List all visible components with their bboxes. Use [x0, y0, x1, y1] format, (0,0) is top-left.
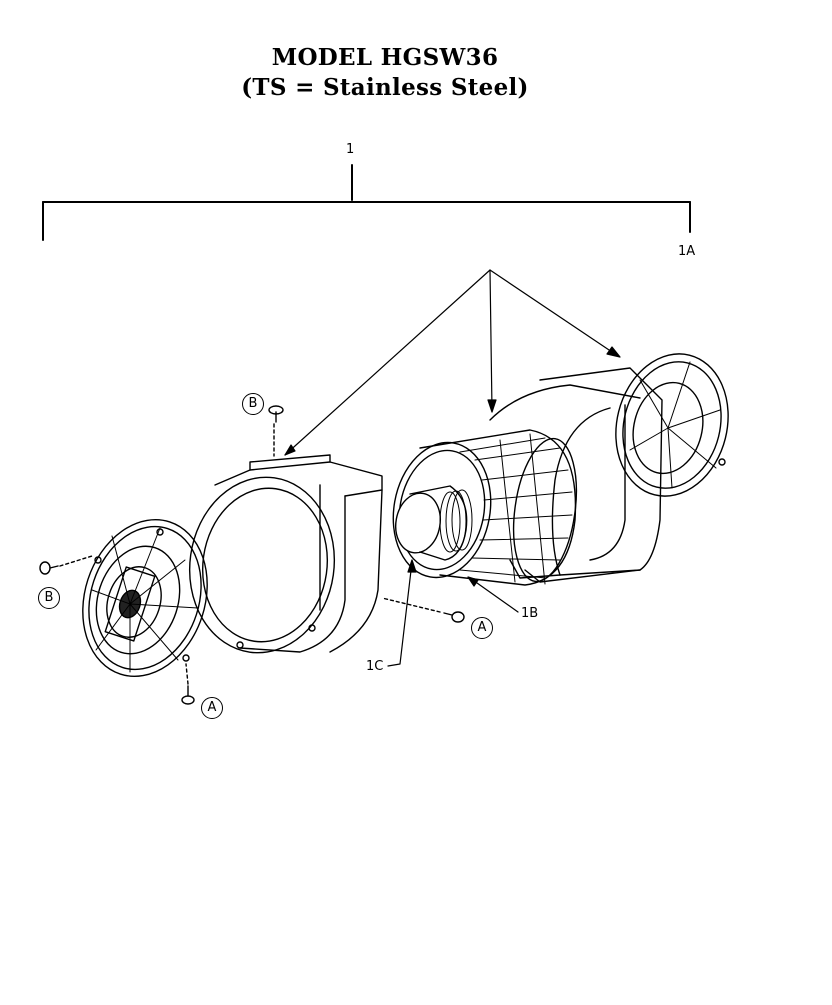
screw-a-right [382, 598, 464, 622]
part-1c-leader [388, 560, 416, 666]
label-part-1: 1 [346, 142, 355, 157]
housing-leader-arrows [285, 270, 620, 455]
assembly-bracket [43, 165, 690, 240]
left-cover-plate [63, 503, 227, 692]
label-part-1a: 1A [678, 244, 696, 259]
right-blower-housing [490, 368, 662, 582]
screw-b-left [40, 556, 92, 574]
label-part-1c: 1C [366, 659, 384, 674]
motor [391, 486, 472, 560]
screw-a-bottom [182, 664, 194, 704]
diagram-title: MODEL HGSW36 [271, 44, 499, 71]
right-cover-plate [601, 342, 743, 508]
callout-a-right: A [471, 617, 493, 639]
callout-b-left: B [38, 587, 60, 609]
diagram-subtitle: (TS = Stainless Steel) [241, 74, 529, 101]
left-blower-housing [178, 455, 382, 662]
callout-b-top: B [242, 393, 264, 415]
part-1b-leader [468, 577, 518, 612]
label-part-1b: 1B [521, 606, 539, 621]
callout-a-bottom: A [201, 697, 223, 719]
screw-b-top [269, 406, 283, 456]
